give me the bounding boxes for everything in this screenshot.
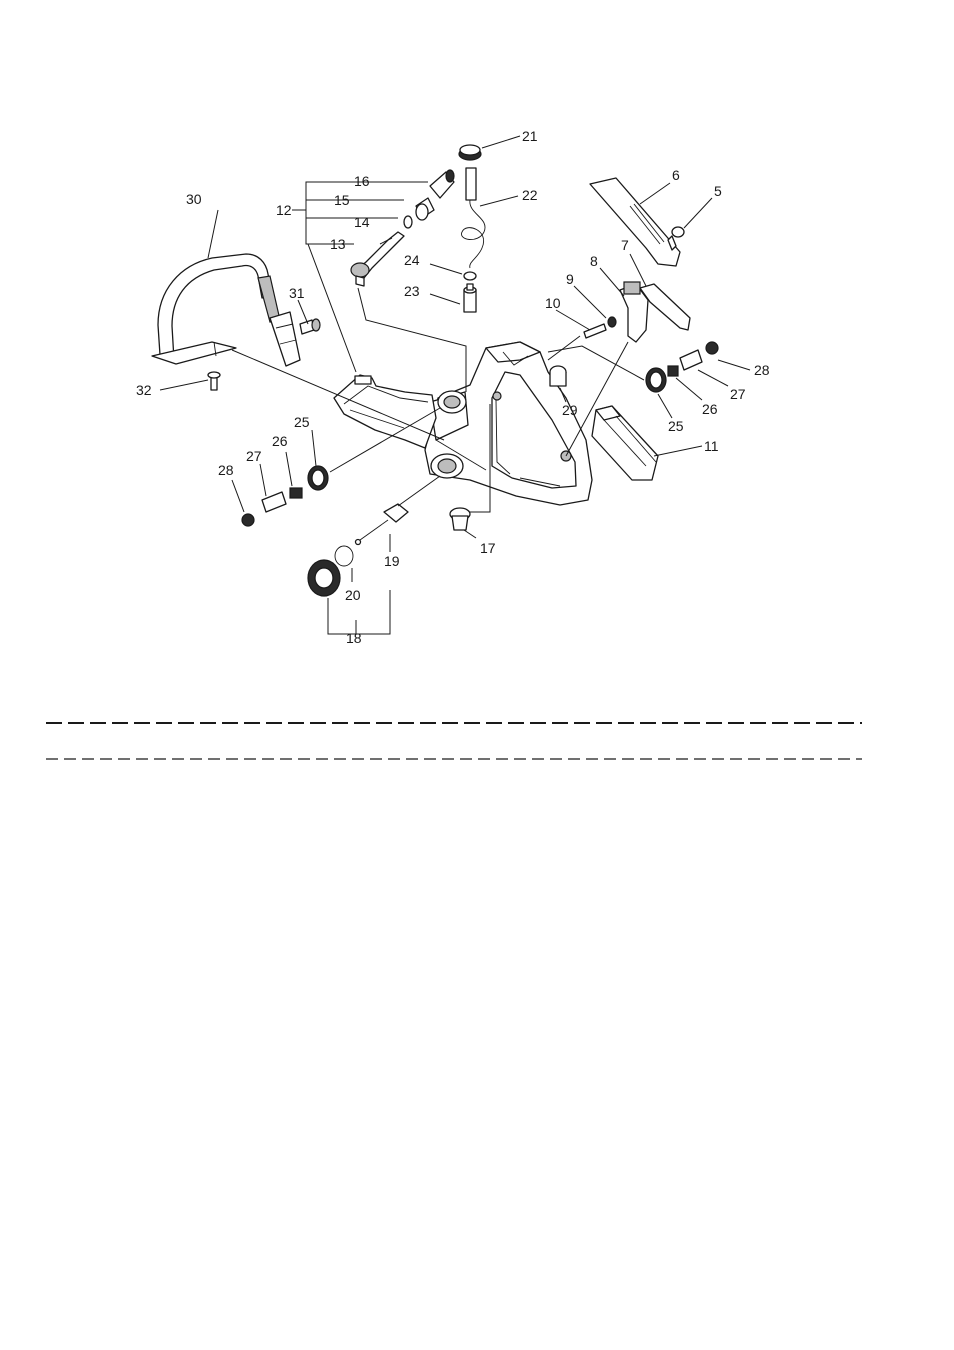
callout-31: 31 — [289, 285, 305, 301]
av-parts-left — [242, 466, 328, 526]
callout-25-left: 25 — [294, 414, 310, 430]
callout-10: 10 — [545, 295, 561, 311]
callout-labels: 21 22 6 5 7 8 9 10 11 16 15 12 14 13 30 … — [136, 128, 770, 646]
callout-27-left: 27 — [246, 448, 262, 464]
callout-24: 24 — [404, 252, 420, 268]
callout-17: 17 — [480, 540, 496, 556]
callout-11: 11 — [704, 438, 719, 454]
callout-21: 21 — [522, 128, 538, 144]
front-handle-bar — [152, 254, 300, 366]
bolt-31 — [300, 319, 320, 334]
callout-19: 19 — [384, 553, 400, 569]
callout-12: 12 — [276, 202, 292, 218]
callout-16: 16 — [354, 173, 370, 189]
bolt-32 — [208, 372, 220, 390]
av-parts-right — [550, 342, 718, 392]
callout-20: 20 — [345, 587, 361, 603]
fuel-pickup-assembly — [459, 145, 485, 312]
callout-5: 5 — [714, 183, 722, 199]
callout-29: 29 — [562, 402, 578, 418]
callout-27-right: 27 — [730, 386, 746, 402]
fuel-cap-assembly — [308, 504, 470, 596]
callout-22: 22 — [522, 187, 538, 203]
callout-8: 8 — [590, 253, 598, 269]
callout-30: 30 — [186, 191, 202, 207]
callout-9: 9 — [566, 271, 574, 287]
rear-handle-body — [425, 342, 592, 505]
callout-6: 6 — [672, 167, 680, 183]
callout-14: 14 — [354, 214, 370, 230]
callout-28-left: 28 — [218, 462, 234, 478]
callout-15: 15 — [334, 192, 350, 208]
callout-7: 7 — [621, 237, 629, 253]
callout-13: 13 — [330, 236, 346, 252]
callout-25-right: 25 — [668, 418, 684, 434]
callout-28-right: 28 — [754, 362, 770, 378]
throttle-parts — [584, 178, 690, 480]
callout-23: 23 — [404, 283, 420, 299]
callout-26-left: 26 — [272, 433, 288, 449]
callout-32: 32 — [136, 382, 152, 398]
callout-18: 18 — [346, 630, 362, 646]
bottom-plate — [334, 375, 436, 448]
callout-26-right: 26 — [702, 401, 718, 417]
